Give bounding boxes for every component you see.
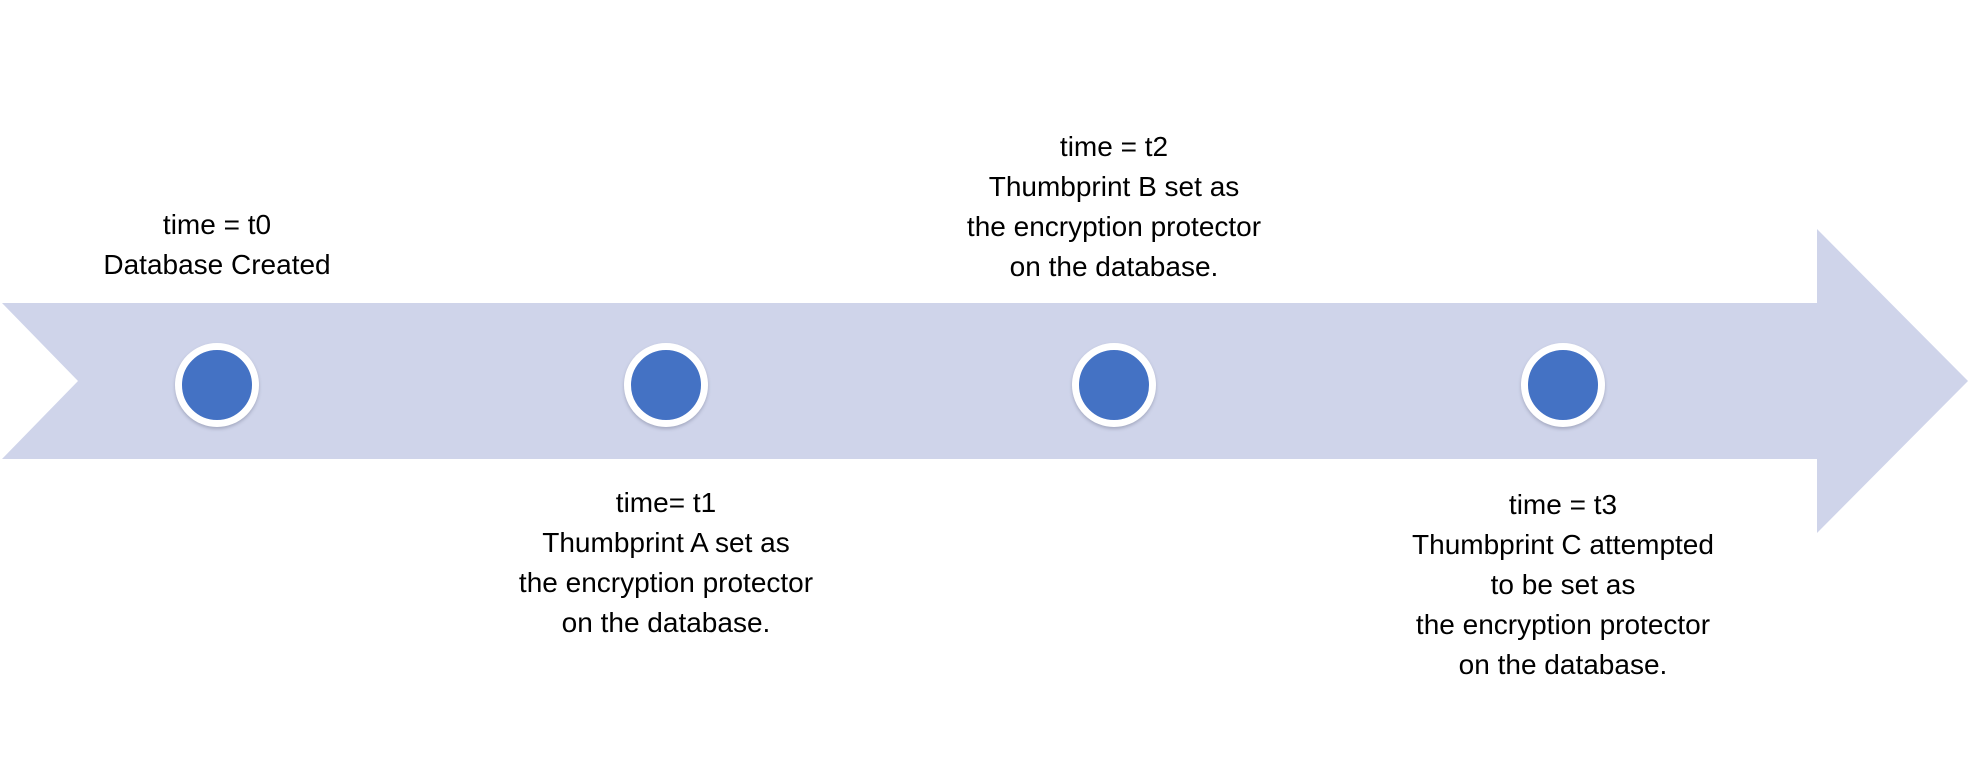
- timeline-arrow-shape: [2, 229, 1968, 533]
- timeline-marker-t3: [1521, 343, 1605, 427]
- event-label-t3: time = t3 Thumbprint C attempted to be s…: [1412, 489, 1714, 680]
- timeline-marker-t2: [1072, 343, 1156, 427]
- event-label-t0: time = t0 Database Created: [103, 209, 331, 280]
- timeline-marker-t0: [175, 343, 259, 427]
- event-label-t1: time= t1 Thumbprint A set as the encrypt…: [518, 487, 814, 638]
- event-label-t2: time = t2 Thumbprint B set as the encryp…: [966, 131, 1262, 282]
- timeline-marker-t1: [624, 343, 708, 427]
